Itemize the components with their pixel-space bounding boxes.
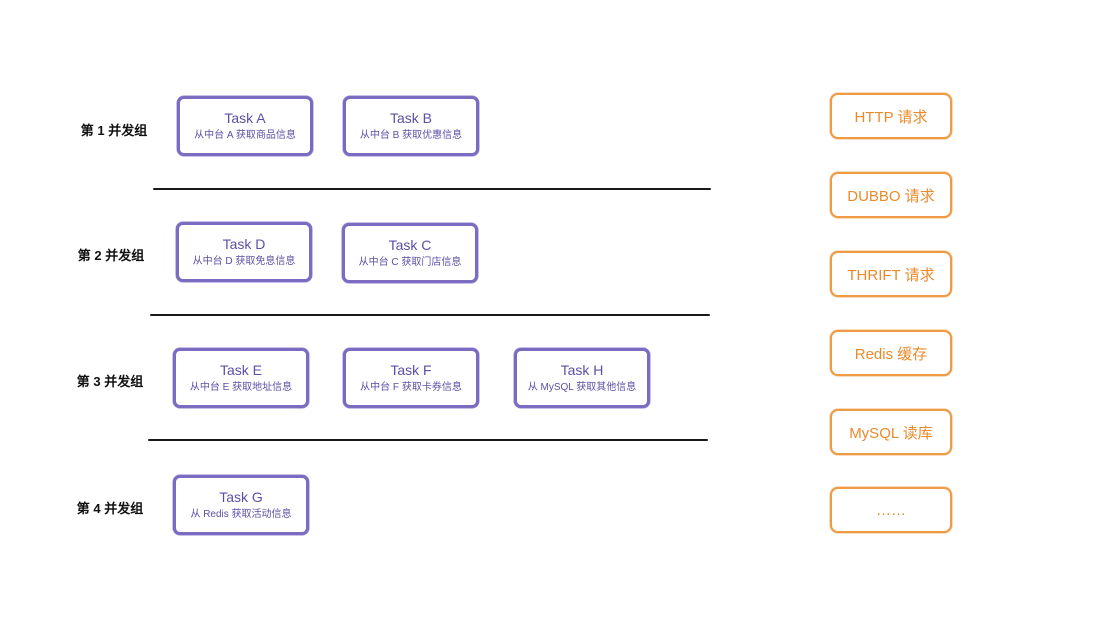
task-b-title: Task B (389, 110, 432, 126)
task-d-box: Task D 从中台 D 获取免息信息 (176, 222, 312, 282)
task-f-box: Task F 从中台 F 获取卡券信息 (343, 348, 479, 408)
task-g-title: Task G (219, 489, 263, 505)
task-b-desc: 从中台 B 获取优惠信息 (359, 130, 463, 141)
task-e-title: Task E (219, 362, 262, 378)
task-c-box: Task C 从中台 C 获取门店信息 (342, 223, 478, 283)
task-e-desc: 从中台 E 获取地址信息 (189, 382, 293, 393)
divider-2 (150, 314, 710, 316)
group-label-2: 第 2 并发组 (77, 248, 145, 263)
task-f-desc: 从中台 F 获取卡券信息 (360, 382, 462, 393)
legend-dubbo: DUBBO 请求 (830, 172, 952, 218)
task-c-title: Task C (388, 237, 432, 253)
legend-mysql: MySQL 读库 (830, 409, 952, 455)
task-a-desc: 从中台 A 获取商品信息 (194, 130, 296, 141)
task-d-title: Task D (222, 236, 266, 252)
divider-3 (148, 439, 708, 441)
task-a-title: Task A (224, 110, 266, 126)
legend-redis: Redis 缓存 (830, 330, 952, 376)
group-label-1: 第 1 并发组 (80, 123, 148, 138)
task-h-title: Task H (560, 362, 604, 378)
divider-1 (153, 188, 711, 190)
legend-more: …… (830, 487, 952, 533)
group-label-4: 第 4 并发组 (76, 501, 144, 516)
legend-http: HTTP 请求 (830, 93, 952, 139)
task-g-desc: 从 Redis 获取活动信息 (190, 509, 292, 520)
task-f-title: Task F (390, 362, 432, 378)
task-d-desc: 从中台 D 获取免息信息 (192, 256, 296, 267)
task-e-box: Task E 从中台 E 获取地址信息 (173, 348, 309, 408)
task-a-box: Task A 从中台 A 获取商品信息 (177, 96, 313, 156)
task-h-desc: 从 MySQL 获取其他信息 (527, 382, 637, 393)
group-label-3: 第 3 并发组 (76, 374, 144, 389)
task-g-box: Task G 从 Redis 获取活动信息 (173, 475, 309, 535)
task-h-box: Task H 从 MySQL 获取其他信息 (514, 348, 650, 408)
task-b-box: Task B 从中台 B 获取优惠信息 (343, 96, 479, 156)
legend-thrift: THRIFT 请求 (830, 251, 952, 297)
task-c-desc: 从中台 C 获取门店信息 (358, 257, 462, 268)
